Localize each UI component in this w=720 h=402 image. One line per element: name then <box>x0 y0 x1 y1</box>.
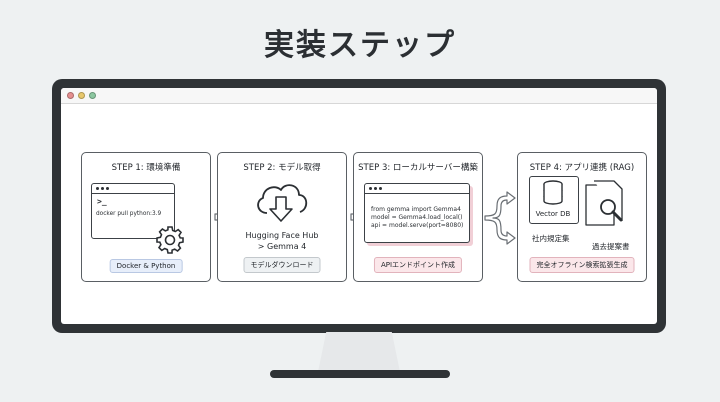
step-3-title: STEP 3: ローカルサーバー構築 <box>358 163 478 173</box>
step-1-card: STEP 1: 環境準備 >_ docker pull python:3.9 D… <box>81 152 211 282</box>
monitor: STEP 1: 環境準備 >_ docker pull python:3.9 D… <box>52 79 666 333</box>
browser-maximize-dot[interactable] <box>89 92 96 99</box>
terminal-command: docker pull python:3.9 <box>96 211 162 217</box>
gear-icon <box>156 226 184 254</box>
code-line: api = model.serve(port=8080) <box>371 222 464 229</box>
step-4-title: STEP 4: アプリ連携 (RAG) <box>529 163 635 173</box>
browser-bar <box>61 88 657 104</box>
step-1-tag: Docker & Python <box>109 259 183 273</box>
step-3-tag: APIエンドポイント作成 <box>373 257 463 273</box>
split-arrow-icon <box>484 191 516 245</box>
database-icon <box>543 180 563 205</box>
step-2-tag: モデルダウンロード <box>243 257 321 273</box>
document-2-label: 過去提案書 <box>592 242 630 251</box>
terminal-icon: >_ docker pull python:3.9 <box>91 183 175 239</box>
monitor-stand-base <box>270 370 450 378</box>
step-2-label-line2: > Gemma 4 <box>257 242 307 251</box>
terminal-prompt: >_ <box>97 197 107 206</box>
step-4-card: STEP 4: アプリ連携 (RAG) Vector DB <box>517 152 647 282</box>
step-2-title: STEP 2: モデル取得 <box>243 163 321 173</box>
document-1-label: 社内規定集 <box>532 234 570 243</box>
magnifier-icon <box>600 199 623 222</box>
browser-close-dot[interactable] <box>67 92 74 99</box>
monitor-stand-neck <box>318 332 400 372</box>
step-4-tag: 完全オフライン検索拡張生成 <box>529 257 635 273</box>
step-2-label-line1: Hugging Face Hub <box>245 231 319 240</box>
code-line: model = Gemma4.load_local() <box>371 214 463 221</box>
monitor-screen: STEP 1: 環境準備 >_ docker pull python:3.9 D… <box>61 88 657 324</box>
browser-minimize-dot[interactable] <box>78 92 85 99</box>
code-window-icon: from gemma import Gemma4 model = Gemma4.… <box>364 183 470 243</box>
code-line: from gemma import Gemma4 <box>371 206 461 213</box>
step-2-card: STEP 2: モデル取得 Hugging Face Hub > Gemma 4… <box>217 152 347 282</box>
step-3-card: STEP 3: ローカルサーバー構築 from gemma import Gem… <box>353 152 483 282</box>
step-1-title: STEP 1: 環境準備 <box>111 163 181 173</box>
page-title: 実装ステップ <box>264 28 456 63</box>
database-label: Vector DB <box>535 210 571 218</box>
cloud-download-icon <box>257 184 308 222</box>
